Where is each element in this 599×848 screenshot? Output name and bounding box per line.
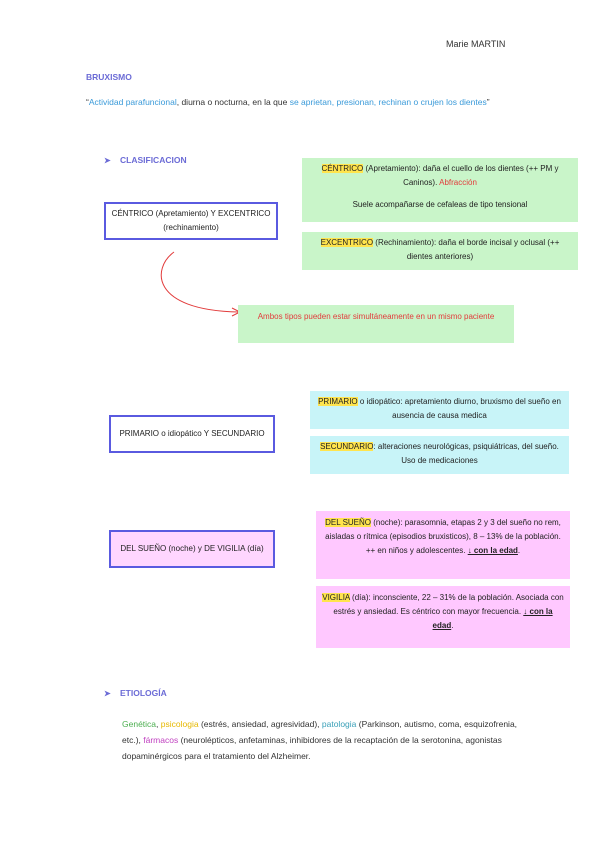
section-arrow-icon: ➤: [104, 689, 111, 698]
definition-text: “Actividad parafuncional, diurna o noctu…: [86, 95, 526, 110]
excentrico-box: EXCENTRICO (Rechinamiento): daña el bord…: [302, 232, 578, 270]
etio-psicologia: psicologia: [160, 719, 199, 729]
secundario-box: SECUNDARIO: alteraciones neurológicas, p…: [310, 436, 569, 474]
class-box-primario-secundario: PRIMARIO o idiopático Y SECUNDARIO: [109, 415, 275, 453]
sueno-end: .: [517, 546, 521, 555]
centrico-box: CÉNTRICO (Apretamiento): daña el cuello …: [302, 158, 578, 222]
primario-highlight: PRIMARIO: [318, 397, 358, 406]
class-box-sueno-vigilia-label: DEL SUEÑO (noche) y DE VIGILIA (día): [120, 544, 264, 553]
sueno-highlight: DEL SUEÑO: [325, 518, 372, 527]
vigilia-end: .: [451, 621, 454, 630]
definition-middle: , diurna o nocturna, en la que: [176, 97, 290, 107]
etio-genetica: Genética: [122, 719, 157, 729]
class-box-sueno-vigilia: DEL SUEÑO (noche) y DE VIGILIA (día): [109, 530, 275, 568]
centrico-highlight: CÉNTRICO: [321, 164, 364, 173]
section-clasificacion-label: CLASIFICACION: [120, 155, 187, 165]
secundario-desc-text: : alteraciones neurológicas, psiquiátric…: [373, 442, 559, 465]
vigilia-desc-text: (día): inconsciente, 22 – 31% de la pobl…: [333, 593, 564, 616]
etio-patologia: patologia: [321, 719, 357, 729]
vigilia-decrease-text: ↓ con la edad: [432, 607, 553, 630]
close-quote: ”: [486, 97, 490, 107]
centrico-note: Suele acompañarse de cefaleas de tipo te…: [352, 200, 528, 209]
curved-arrow-icon: [160, 251, 242, 317]
section-etiologia-label: ETIOLOGÍA: [120, 688, 167, 698]
vigilia-highlight: VIGILIA: [322, 593, 350, 602]
section-etiologia: ➤ ETIOLOGÍA: [104, 688, 167, 698]
class-box-primario-secundario-label: PRIMARIO o idiopático Y SECUNDARIO: [119, 429, 265, 438]
both-types-text: Ambos tipos pueden estar simultáneamente…: [257, 312, 495, 321]
primario-box: PRIMARIO o idiopático: apretamiento diur…: [310, 391, 569, 429]
secundario-highlight: SECUNDARIO: [320, 442, 374, 451]
section-clasificacion: ➤ CLASIFICACION: [104, 155, 187, 165]
class-box-centrico-excentrico: CÉNTRICO (Apretamiento) Y EXCENTRICO (re…: [104, 202, 278, 240]
etio-psicologia-desc: (estrés, ansiedad, agresividad),: [198, 719, 322, 729]
definition-highlight-1: Actividad parafuncional: [88, 97, 177, 107]
excentrico-desc-text: (Rechinamiento): daña el borde incisal y…: [373, 238, 560, 261]
page-title: BRUXISMO: [86, 72, 132, 82]
sueno-desc-text: (noche): parasomnia, etapas 2 y 3 del su…: [325, 518, 561, 555]
open-quote: “: [86, 97, 89, 107]
author-name: Marie MARTIN: [446, 39, 506, 49]
centrico-desc-text: (Apretamiento): daña el cuello de los di…: [363, 164, 559, 187]
section-arrow-icon: ➤: [104, 156, 111, 165]
class-box-centrico-excentrico-label: CÉNTRICO (Apretamiento) Y EXCENTRICO (re…: [111, 209, 271, 232]
etio-farmacos: fármacos: [143, 735, 179, 745]
abfraccion-text: Abfracción: [439, 178, 477, 187]
sueno-box: DEL SUEÑO (noche): parasomnia, etapas 2 …: [316, 511, 570, 579]
excentrico-highlight: EXCENTRICO: [320, 238, 374, 247]
vigilia-box: VIGILIA (día): inconsciente, 22 – 31% de…: [316, 586, 570, 648]
sueno-decrease-text: ↓ con la edad: [467, 546, 518, 555]
etio-sep: ,: [156, 719, 161, 729]
etio-patologia-desc: (Parkinson, autismo, coma, esquizofrenia…: [122, 719, 518, 745]
definition-highlight-2: se aprietan, presionan, rechinan o cruje…: [289, 97, 487, 107]
primario-desc-text: o idiopático: apretamiento diurno, bruxi…: [357, 397, 561, 420]
both-types-box: Ambos tipos pueden estar simultáneamente…: [238, 305, 514, 343]
etio-farmacos-desc: (neurolépticos, anfetaminas, inhibidores…: [122, 735, 502, 761]
etiologia-text: Genética, psicologia (estrés, ansiedad, …: [122, 716, 522, 764]
centrico-desc: CÉNTRICO (Apretamiento): daña el cuello …: [308, 162, 572, 190]
